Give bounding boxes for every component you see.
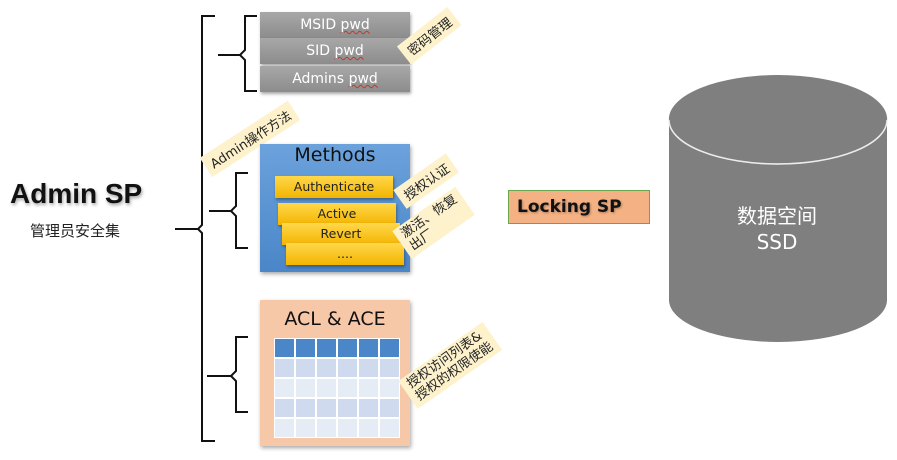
- more-methods: ....: [286, 243, 404, 265]
- acl-cell: [380, 379, 399, 397]
- acl-cell: [359, 379, 378, 397]
- methods-title: Methods: [294, 144, 376, 166]
- acl-cell: [317, 359, 336, 377]
- acl-box: ACL & ACE: [260, 300, 410, 446]
- admin-sp-title: Admin SP: [10, 178, 143, 209]
- methods-box: Methods Authenticate Active Revert ....: [260, 144, 410, 272]
- acl-cell: [359, 399, 378, 417]
- msid-pwd-bar: MSID pwd: [260, 12, 410, 38]
- cylinder-body: [669, 120, 887, 342]
- acl-header-cell: [317, 339, 336, 357]
- acl-header-cell: [275, 339, 294, 357]
- acl-header-cell: [359, 339, 378, 357]
- acl-title: ACL & ACE: [284, 308, 386, 330]
- acl-brace: [207, 336, 248, 413]
- ssd-cylinder: [668, 75, 888, 342]
- acl-cell: [275, 359, 294, 377]
- ssd-label-line2: SSD: [756, 230, 798, 254]
- sid-pwd-bar: SID pwd: [260, 38, 410, 64]
- locking-sp-box: Locking SP: [508, 190, 650, 224]
- admins-pwd-bar: Admins pwd: [260, 66, 410, 92]
- admin-sp-subtitle: 管理员安全集: [30, 222, 121, 240]
- password-brace: [218, 15, 257, 92]
- ssd-label-line1: 数据空间: [737, 204, 817, 228]
- acl-cell: [338, 379, 357, 397]
- acl-cell: [275, 379, 294, 397]
- acl-cell: [317, 399, 336, 417]
- acl-cell: [317, 379, 336, 397]
- acl-cell: [275, 419, 294, 437]
- revert-method: Revert: [282, 223, 400, 245]
- acl-header-cell: [338, 339, 357, 357]
- acl-cell: [296, 379, 315, 397]
- acl-cell: [317, 419, 336, 437]
- acl-cell: [296, 359, 315, 377]
- acl-header-cell: [380, 339, 399, 357]
- acl-cell: [338, 359, 357, 377]
- acl-cell: [275, 399, 294, 417]
- acl-cell: [338, 399, 357, 417]
- authenticate-method: Authenticate: [275, 176, 393, 198]
- acl-cell: [296, 419, 315, 437]
- acl-cell: [359, 359, 378, 377]
- active-method: Active: [278, 203, 396, 225]
- acl-cell: [380, 419, 399, 437]
- acl-table: [274, 338, 400, 438]
- acl-cell: [296, 399, 315, 417]
- acl-cell: [359, 419, 378, 437]
- main-brace: [175, 15, 215, 442]
- methods-brace: [209, 172, 248, 249]
- acl-cell: [380, 399, 399, 417]
- acl-cell: [338, 419, 357, 437]
- acl-header-cell: [296, 339, 315, 357]
- acl-cell: [380, 359, 399, 377]
